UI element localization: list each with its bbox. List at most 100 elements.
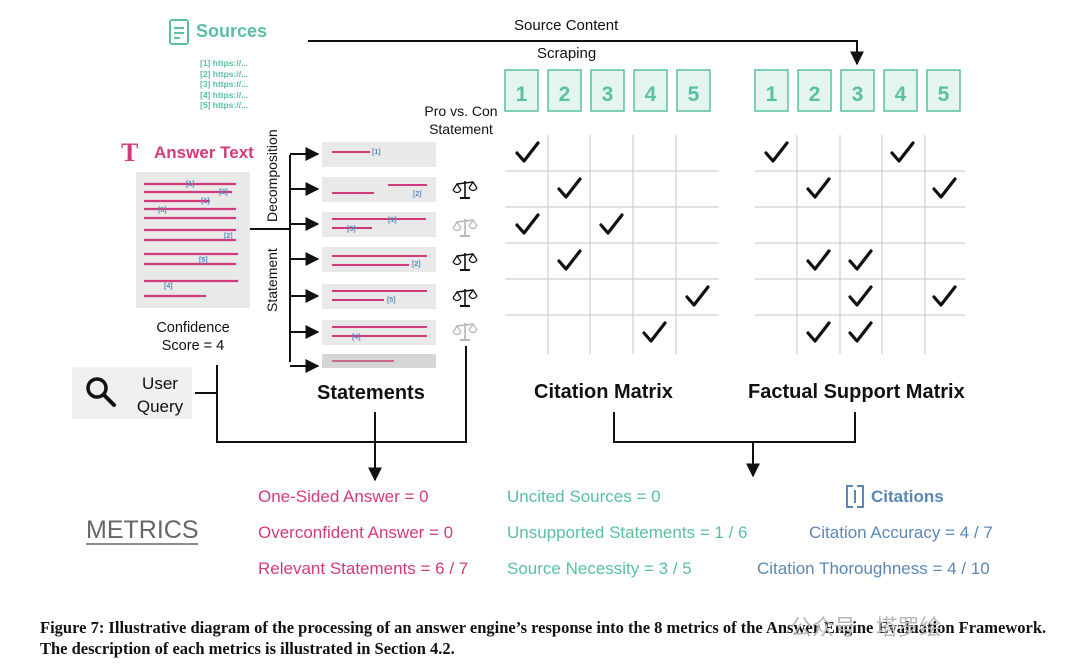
statement-citation: [4] (352, 334, 361, 341)
source-number-box (754, 69, 789, 112)
answer-text-citation: [1] (201, 198, 210, 205)
figure-caption: Figure 7: Illustrative diagram of the pr… (40, 618, 1047, 658)
source-link-5: [5] https://... (200, 100, 249, 111)
statement-box (322, 142, 436, 167)
metric-one-sided-answer: One-Sided Answer = 0 (258, 487, 429, 506)
checkmark (848, 321, 873, 343)
source-content-label: Source Content (514, 17, 619, 34)
checkmark (932, 177, 957, 199)
source-number: 2 (809, 83, 821, 106)
source-number-box (797, 69, 832, 112)
checkmark (557, 177, 582, 199)
source-number-box (883, 69, 918, 112)
matrix-grids (505, 135, 965, 354)
source-link-3: [3] https://... (200, 79, 249, 90)
source-number-box (633, 69, 668, 112)
statement-citation: [1] (372, 149, 381, 156)
user-query-label: User Query (124, 372, 196, 418)
scale-icon (452, 218, 478, 237)
answer-text-citation: [2] (224, 233, 233, 240)
checkmark (515, 141, 540, 163)
citations-bracket-icon (846, 485, 864, 508)
statement-citation: [5] (387, 297, 396, 304)
source-number-box (676, 69, 711, 112)
checkmark (890, 141, 915, 163)
statement-boxes: [1] [2] [1] [3] [2] [5] [4] (322, 142, 436, 368)
sources-title: Sources (196, 21, 268, 41)
statement-citation: [2] (412, 261, 421, 268)
scale-icon (452, 322, 478, 341)
citations-title: Citations (871, 487, 944, 506)
metrics-heading: METRICS (86, 516, 199, 544)
answer-text-citation: [4] (164, 283, 173, 290)
pro-con-line-2: Statement (429, 121, 493, 137)
checkmark (848, 249, 873, 271)
matrix-checkmarks (515, 141, 957, 343)
source-number-box (504, 69, 539, 112)
answer-text-citation: [5] (199, 257, 208, 264)
statements-heading: Statements (317, 382, 425, 404)
checkmark (806, 321, 831, 343)
confidence-score: Score = 4 (161, 338, 225, 354)
source-number-box (926, 69, 961, 112)
statement-citation: [2] (413, 191, 422, 198)
source-number: 5 (938, 83, 950, 106)
answer-text-citation: [2] (219, 189, 228, 196)
factual-support-matrix-heading: Factual Support Matrix (748, 381, 965, 403)
source-number: 4 (645, 83, 657, 106)
statement-box (322, 320, 436, 345)
metric-unsupported-statements: Unsupported Statements = 1 / 6 (507, 523, 748, 542)
source-number-box (590, 69, 625, 112)
flow-lines (195, 346, 856, 482)
source-number: 1 (766, 83, 778, 106)
statement-box (322, 177, 436, 202)
statement-box (322, 212, 436, 237)
checkmark (932, 285, 957, 307)
metric-citation-accuracy: Citation Accuracy = 4 / 7 (809, 523, 993, 542)
user-query-panel (72, 367, 192, 419)
source-number: 5 (688, 83, 700, 106)
source-number: 1 (516, 83, 528, 106)
checkmark (599, 213, 624, 235)
confidence-label: Confidence Score = 4 (140, 319, 246, 355)
statement-label: Statement (264, 248, 280, 312)
answer-text-icon: T (121, 138, 139, 167)
metric-source-necessity: Source Necessity = 3 / 5 (507, 559, 692, 578)
source-number: 3 (852, 83, 864, 106)
pro-con-icons (452, 180, 478, 341)
checkmark (764, 141, 789, 163)
source-number-box (547, 69, 582, 112)
confidence-line-1: Confidence (156, 320, 230, 336)
user-query-line-2: Query (136, 397, 184, 416)
answer-text-citation: [1] (186, 181, 195, 188)
citation-matrix-heading: Citation Matrix (534, 381, 673, 403)
source-number: 3 (602, 83, 614, 106)
checkmark (848, 285, 873, 307)
checkmark (685, 285, 710, 307)
scraping-label: Scraping (537, 45, 597, 62)
watermark: 公众号 · 塔罗绘 (790, 615, 942, 640)
metric-overconfident-answer: Overconfident Answer = 0 (258, 523, 454, 542)
statement-citation: [3] (347, 226, 356, 233)
checkmark (806, 249, 831, 271)
scale-icon (452, 288, 478, 307)
search-icon (86, 377, 116, 407)
answer-text-lines: [1][2][1][3][2][5][4] (144, 181, 238, 298)
sources-link-list: [1] https://...[2] https://...[3] https:… (200, 58, 248, 111)
user-query-line-1: User (142, 374, 178, 393)
checkmark (557, 249, 582, 271)
source-number-boxes: 1 2 3 4 5 1 2 3 4 5 (504, 69, 961, 112)
metric-relevant-statements: Relevant Statements = 6 / 7 (258, 559, 469, 578)
statement-arrows (290, 147, 320, 373)
checkmark (515, 213, 540, 235)
statement-citation: [1] (388, 217, 397, 224)
metric-uncited-sources: Uncited Sources = 0 (507, 487, 661, 506)
source-number: 2 (559, 83, 571, 106)
metric-citation-thoroughness: Citation Thoroughness = 4 / 10 (757, 559, 990, 578)
statement-box (322, 284, 436, 309)
answer-text-title: Answer Text (154, 143, 254, 162)
source-number: 4 (895, 83, 907, 106)
source-content-arrow (308, 40, 864, 66)
source-link-1: [1] https://... (200, 58, 249, 68)
